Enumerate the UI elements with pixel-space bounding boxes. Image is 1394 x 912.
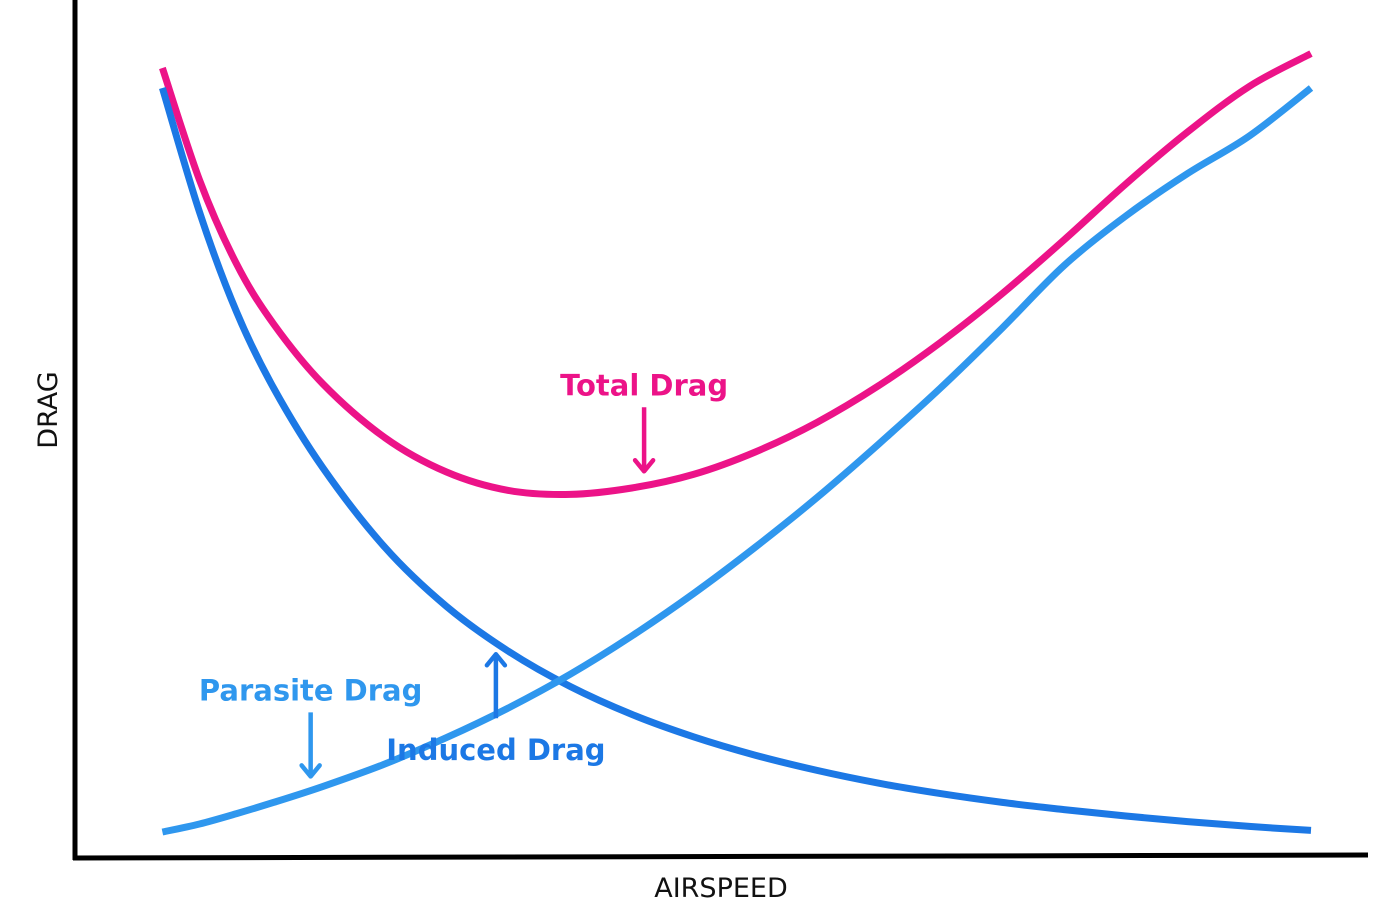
series-line-total-drag [159,50,1313,498]
annotation-total-drag: Total Drag [560,368,728,474]
annotation-arrow-head [299,763,322,779]
series-label-parasite-drag: Parasite Drag [199,673,422,707]
annotation-arrow-head [632,458,656,474]
series-layer [159,50,1314,836]
annotation-parasite-drag: Parasite Drag [199,673,422,779]
series-label-induced-drag: Induced Drag [386,733,605,767]
series-line-parasite-drag [161,85,1314,836]
y-axis-title: DRAG [33,371,64,448]
x-axis-title: AIRSPEED [654,873,788,904]
annotation-induced-drag: Induced Drag [386,651,606,767]
series-line-induced-drag [159,86,1312,834]
x-axis [72,852,1369,861]
annotation-arrow-head [484,651,508,668]
series-label-total-drag: Total Drag [560,368,728,402]
